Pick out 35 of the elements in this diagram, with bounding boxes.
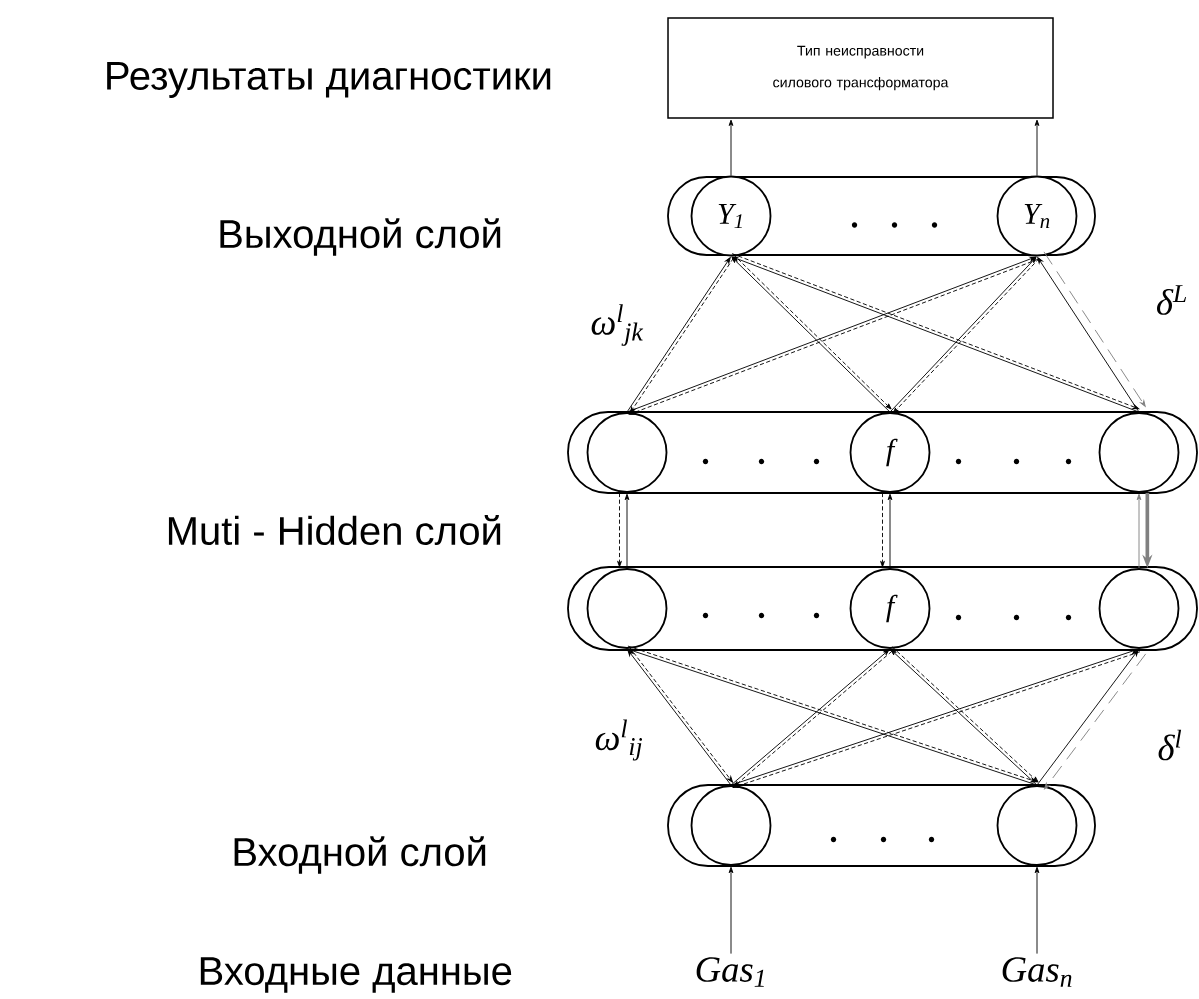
layer-band	[567, 411, 1198, 494]
arrow	[1044, 653, 1147, 790]
neuron-circle	[996, 785, 1078, 866]
arrow	[1036, 649, 1139, 786]
neuron-circle	[586, 412, 668, 493]
layer-label: Входные данные	[200, 957, 512, 993]
neuron-circle	[586, 568, 668, 649]
layer-band	[667, 784, 1096, 867]
result-box: Тип неисправности силового трансформатора	[667, 17, 1054, 119]
layer-label: Входной слой	[234, 836, 486, 874]
arrow	[617, 492, 622, 568]
math-symbol: δ$^{l}$	[1158, 729, 1182, 761]
layer-label: Muti - Hidden слой	[168, 514, 501, 546]
layer-band	[667, 176, 1096, 256]
arrow	[1034, 866, 1040, 955]
input-label: Gas$_{n}$	[1002, 957, 1072, 987]
neuron-circle	[1098, 568, 1180, 649]
neuron-circle	[1098, 412, 1180, 493]
arrow	[887, 493, 893, 569]
arrow	[728, 119, 734, 177]
arrow	[624, 493, 630, 569]
layer-band	[567, 566, 1198, 651]
math-symbol: ω$^{l}$jk	[591, 304, 644, 346]
arrow	[728, 866, 734, 955]
layer-label: Результаты диагностики	[107, 62, 551, 98]
math-symbol: δ$^{L}$	[1157, 285, 1187, 315]
arrow	[1043, 251, 1146, 407]
input-label: Gas$_{1}$	[696, 957, 764, 987]
math-symbol: ω$^{l}$ij	[595, 719, 643, 761]
arrow	[880, 492, 885, 568]
neuron-circle	[690, 785, 772, 866]
arrow	[1034, 119, 1040, 177]
layer-label: Выходной слой	[220, 218, 501, 256]
arrow	[1136, 493, 1142, 569]
arrow	[1037, 257, 1140, 413]
